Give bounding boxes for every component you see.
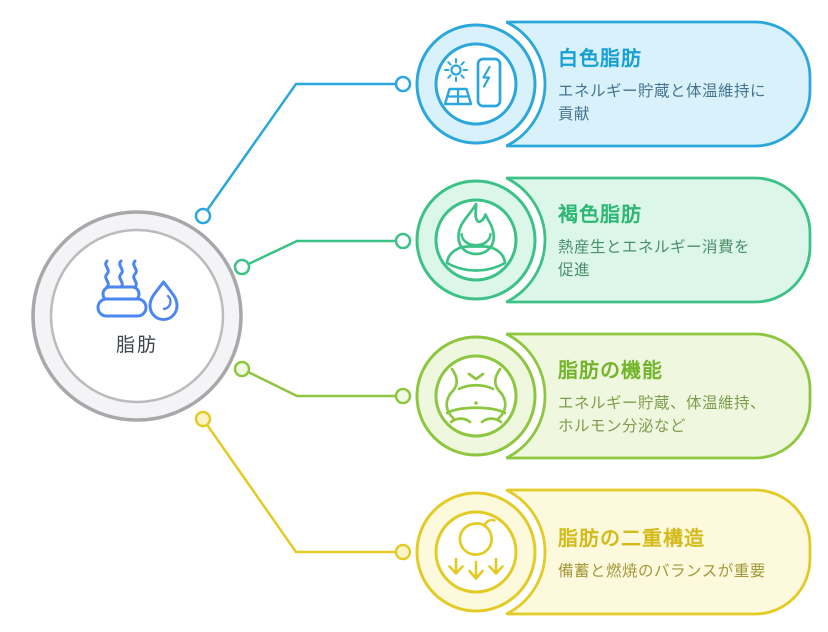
badge-inner-circle — [434, 198, 518, 282]
connector-endpoint — [194, 410, 212, 428]
connector-endpoint — [233, 258, 251, 276]
badge-fat-dual-structure[interactable] — [415, 491, 537, 613]
waist-body-icon — [445, 367, 507, 424]
connector-line — [201, 418, 403, 554]
connector-endpoint — [194, 207, 212, 225]
card-shape — [505, 176, 812, 304]
card-title: 脂肪の機能 — [558, 360, 663, 382]
connector-endpoint — [394, 543, 412, 561]
connector-brown-fat — [233, 232, 412, 276]
card-text-white-fat: 白色脂肪 エネルギー貯蔵と体温維持に 貢献 — [558, 22, 820, 146]
connector-endpoint — [394, 232, 412, 250]
card-shape — [505, 20, 812, 148]
badge-inner-circle — [434, 42, 518, 126]
hub-label: 脂肪 — [115, 335, 158, 356]
connector-white-fat — [194, 75, 412, 225]
card-title: 脂肪の二重構造 — [558, 527, 705, 550]
badge-brown-fat[interactable] — [415, 179, 537, 301]
badge-white-fat[interactable] — [415, 23, 537, 145]
card-shape — [505, 488, 812, 616]
badge-fat-function[interactable] — [415, 335, 537, 457]
card-description: エネルギー貯蔵と体温維持に 貢献 — [558, 83, 767, 123]
connector-endpoint — [233, 360, 251, 378]
card-description: エネルギー貯蔵、体温維持、 ホルモン分泌など — [558, 395, 767, 435]
connector-line — [241, 239, 403, 269]
card-brown-fat[interactable] — [505, 176, 812, 304]
steam-fat-flame-icon — [96, 259, 179, 321]
card-title: 褐色脂肪 — [558, 204, 642, 226]
card-text-fat-function: 脂肪の機能 エネルギー貯蔵、体温維持、 ホルモン分泌など — [558, 334, 820, 458]
card-description: 備蓄と燃焼のバランスが重要 — [558, 562, 766, 580]
sun-solar-battery-icon — [443, 57, 502, 108]
connector-line — [201, 82, 403, 217]
connector-endpoint — [394, 387, 412, 405]
flame-crescent-icon — [445, 202, 507, 272]
card-description: 熱産生とエネルギー消費を 促進 — [558, 239, 751, 279]
connector-line — [241, 367, 403, 398]
card-white-fat[interactable] — [505, 20, 812, 148]
connector-endpoint — [394, 75, 412, 93]
card-text-fat-dual-structure: 脂肪の二重構造 備蓄と燃焼のバランスが重要 — [558, 490, 820, 614]
connector-fat-dual-structure — [194, 410, 412, 561]
card-shape — [505, 332, 812, 460]
hub-node[interactable] — [31, 210, 243, 422]
card-fat-function[interactable] — [505, 332, 812, 460]
connector-fat-function — [233, 360, 412, 405]
fat-cell-arrows-icon — [448, 518, 504, 580]
card-title: 白色脂肪 — [558, 48, 642, 70]
card-fat-dual-structure[interactable] — [505, 488, 812, 616]
card-text-brown-fat: 褐色脂肪 熱産生とエネルギー消費を 促進 — [558, 178, 820, 302]
